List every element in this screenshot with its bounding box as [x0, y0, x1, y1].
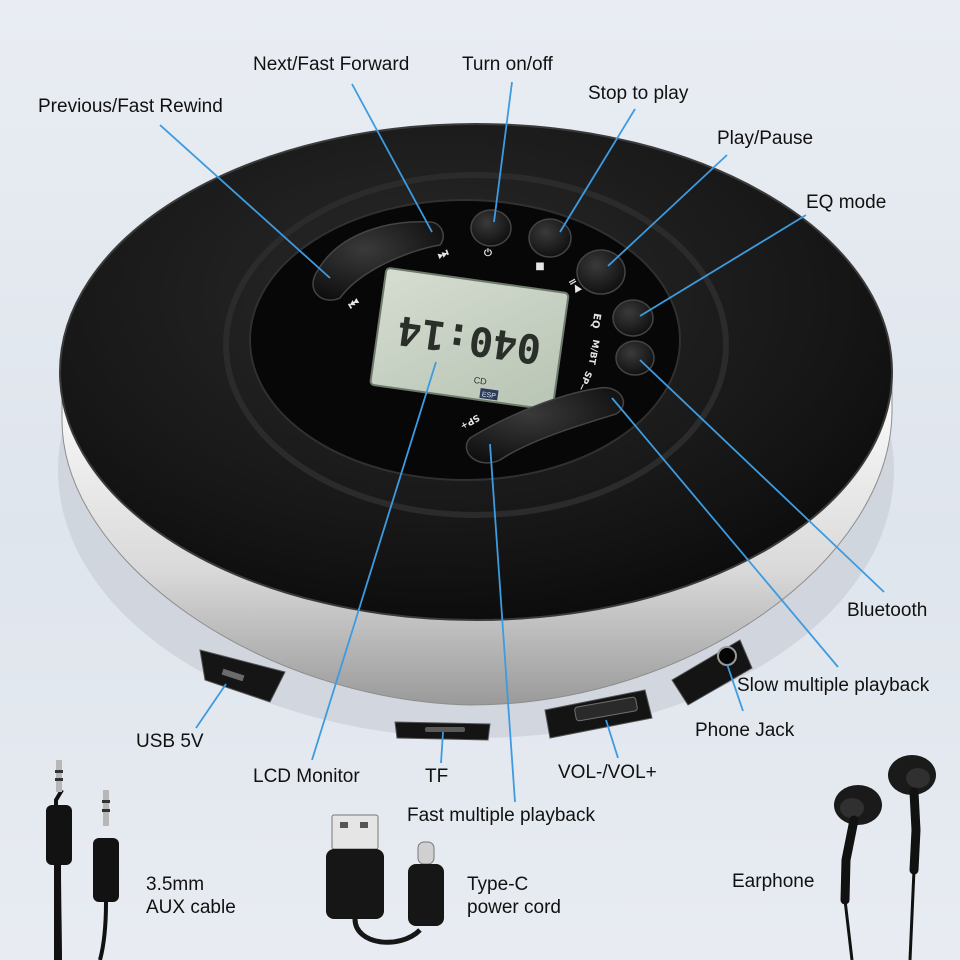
label-cord-line2: power cord	[467, 897, 561, 918]
label-phone-jack: Phone Jack	[695, 720, 795, 741]
power-icon: ⏻	[484, 247, 492, 259]
label-usb: USB 5V	[136, 731, 204, 752]
prev-glyph: ⏮	[435, 246, 450, 263]
leader-previous	[159, 124, 331, 279]
callout-lines	[159, 81, 885, 803]
mode-bt-glyph: M/BT	[586, 339, 600, 366]
label-tf: TF	[425, 766, 449, 787]
mode-bluetooth-button[interactable]	[615, 340, 655, 376]
lcd-esp-indicator: ESP	[481, 391, 496, 400]
eq-glyph: EQ	[589, 312, 602, 329]
label-bluetooth: Bluetooth	[847, 600, 928, 621]
leader-power	[493, 81, 513, 223]
label-power-cord: Type-C power cord	[467, 873, 561, 919]
label-cord-line1: Type-C	[467, 874, 529, 895]
type-c-cord-illustration	[326, 814, 444, 945]
leader-usb	[195, 683, 227, 729]
label-previous: Previous/Fast Rewind	[38, 96, 223, 117]
tf-slot[interactable]	[425, 727, 465, 732]
label-next: Next/Fast Forward	[253, 54, 410, 75]
stop-button[interactable]	[528, 218, 572, 258]
leader-lcd	[311, 361, 437, 761]
volume-rocker[interactable]	[574, 696, 638, 722]
lcd-screen	[369, 267, 570, 411]
label-aux-cable: 3.5mm AUX cable	[146, 873, 236, 919]
power-button[interactable]	[470, 209, 512, 247]
stop-icon: ■	[535, 261, 544, 272]
leader-eq	[639, 214, 807, 317]
leader-stop	[559, 108, 636, 233]
leader-volume	[605, 719, 619, 759]
leader-slow	[611, 397, 839, 668]
speed-button[interactable]	[465, 387, 624, 464]
phone-jack[interactable]	[717, 646, 737, 666]
leader-bluetooth	[639, 359, 885, 593]
eq-button[interactable]	[612, 299, 654, 337]
lcd-disc-indicator: CD	[473, 375, 488, 387]
usb-port[interactable]	[221, 668, 245, 682]
label-eq: EQ mode	[806, 192, 887, 213]
label-stop: Stop to play	[588, 83, 689, 104]
cd-player: 040:14 CD ESP ⏭ ⏮ ⏻ ■ ▶॥ EQ M/BT SP− SP+	[58, 123, 894, 741]
label-aux-line2: AUX cable	[146, 897, 236, 918]
label-slow: Slow multiple playback	[737, 675, 930, 696]
label-fast: Fast multiple playback	[407, 805, 595, 826]
leader-next	[351, 83, 433, 233]
label-power: Turn on/off	[462, 54, 553, 75]
leader-fast	[489, 443, 516, 803]
label-aux-line1: 3.5mm	[146, 874, 205, 895]
label-lcd: LCD Monitor	[253, 766, 360, 787]
label-play: Play/Pause	[717, 128, 814, 149]
aux-cable-illustration	[46, 760, 119, 960]
leader-phone-jack	[726, 663, 744, 712]
earphone-illustration	[834, 755, 936, 960]
label-volume: VOL-/VOL+	[558, 762, 657, 783]
leader-tf	[440, 731, 444, 764]
previous-next-button[interactable]	[312, 221, 444, 301]
leader-play	[607, 154, 728, 267]
label-earphone: Earphone	[732, 871, 815, 892]
